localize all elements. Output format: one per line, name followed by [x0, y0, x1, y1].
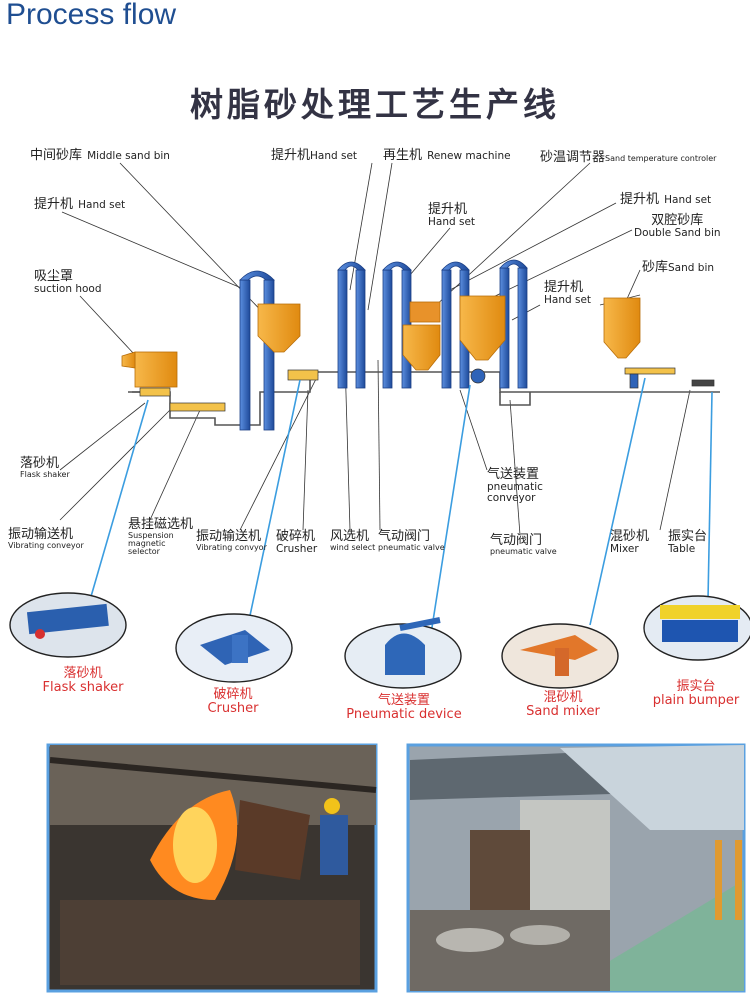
label-hand-set-1: 提升机Hand set [271, 146, 357, 163]
label-sand-bin: 砂库Sand bin [642, 258, 714, 275]
small-machines [140, 368, 714, 411]
hoppers [122, 296, 640, 387]
factory-photos [48, 745, 744, 991]
label-renew-machine: 再生机 Renew machine [383, 146, 511, 163]
label-hand-set-2: 提升机 Hand set [620, 190, 711, 207]
label-middle-sand-bin: 中间砂库 Middle sand bin [30, 146, 170, 163]
label-sand-temp-controller: 砂温调节器Sand temperature controler [540, 148, 716, 165]
label-hand-set-5: 提升机 Hand set [34, 195, 125, 212]
leader-lines-dark [60, 163, 690, 535]
